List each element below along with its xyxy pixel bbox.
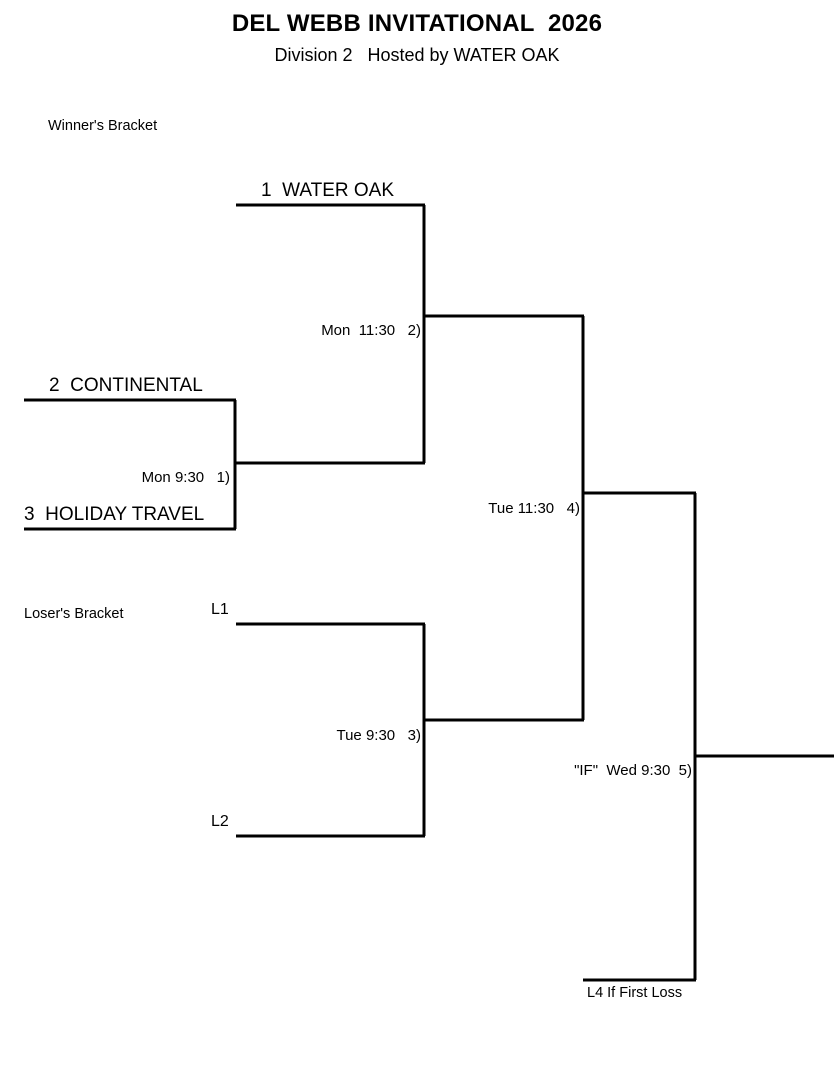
game-3-time: Tue 9:30 xyxy=(336,727,396,744)
page-subtitle: Division 2 Hosted by WATER OAK xyxy=(274,45,560,65)
game-5-label[interactable]: "IF" Wed 9:30 5) xyxy=(540,748,692,793)
slot-l1[interactable]: L1 xyxy=(211,601,229,618)
slot-seed-3[interactable]: 3 HOLIDAY TRAVEL xyxy=(24,504,205,525)
slot-seed-2[interactable]: 2 CONTINENTAL xyxy=(49,375,203,396)
losers-bracket-label: Loser's Bracket xyxy=(24,606,124,622)
winners-bracket-label: Winner's Bracket xyxy=(48,118,158,134)
game-1-label[interactable]: Mon 9:30 1) xyxy=(120,455,230,500)
game-4-time: Tue 11:30 xyxy=(488,500,555,517)
game-2-time: Mon 11:30 xyxy=(321,322,396,339)
game-1-number: 1) xyxy=(216,469,230,486)
game-3-number: 3) xyxy=(407,727,421,744)
game-2-number: 2) xyxy=(407,322,421,339)
game-2-label[interactable]: Mon 11:30 2) xyxy=(290,308,421,353)
game-1-time: Mon 9:30 xyxy=(141,469,205,486)
page-title: DEL WEBB INVITATIONAL 2026 xyxy=(231,10,603,37)
game-4-number: 4) xyxy=(566,500,580,517)
slot-seed-1[interactable]: 1 WATER OAK xyxy=(261,180,395,201)
game-5-condition-time: "IF" Wed 9:30 xyxy=(574,762,671,779)
game-4-label[interactable]: Tue 11:30 4) xyxy=(455,486,580,531)
slot-l2[interactable]: L2 xyxy=(211,813,229,830)
game-3-label[interactable]: Tue 9:30 3) xyxy=(305,713,421,758)
slot-l4-if-first-loss[interactable]: L4 If First Loss xyxy=(587,985,683,1001)
game-5-number: 5) xyxy=(678,762,692,779)
